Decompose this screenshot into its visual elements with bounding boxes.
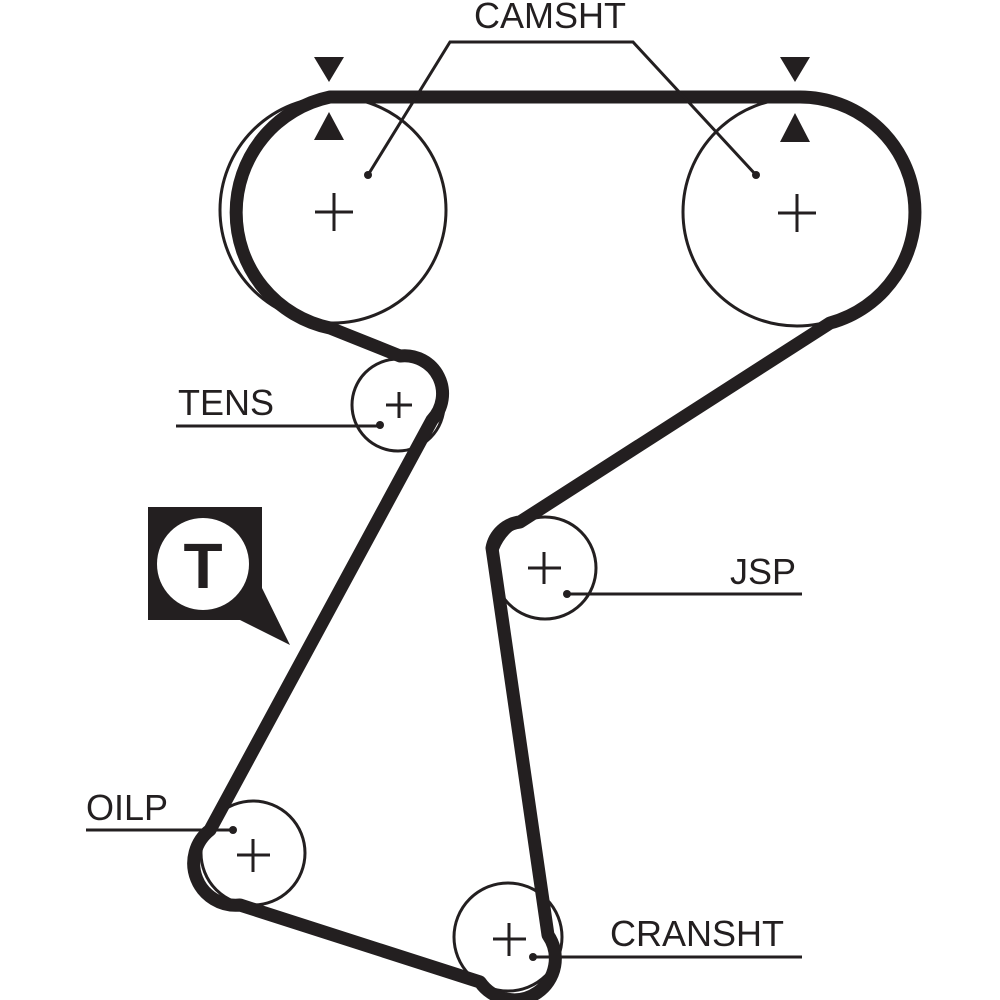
camshaft-right-center-icon [778,194,816,232]
crankshaft-pulley [452,881,564,993]
oil-pump-leader-dot [229,826,237,834]
camshaft-left-center-icon [315,193,353,231]
crankshaft-label: CRANSHT [610,913,784,954]
water-pump-label: JSP [730,551,796,592]
water-pump-center-icon [528,552,561,584]
timing-mark-right-bottom-icon [780,113,810,142]
camshaft-right-leader-dot [752,171,760,179]
tensioner-label: TENS [178,382,274,423]
oil-pump-center-icon [237,839,270,872]
oil-pump-label: OILP [86,787,168,828]
timing-mark-right-top-icon [780,57,810,82]
tensioner-center-icon [386,392,412,418]
tensioner-t-icon: T [148,507,290,645]
crankshaft-center-icon [493,923,526,956]
tensioner-leader-dot [376,421,384,429]
water-pump-leader-dot [563,590,571,598]
timing-mark-left-top-icon [314,57,344,82]
tensioner-t-letter: T [183,530,222,602]
crankshaft-leader-dot [529,953,537,961]
camshaft-label: CAMSHT [474,0,626,36]
camshaft-leader-line [366,40,758,177]
timing-mark-left-bottom-icon [314,112,344,140]
camshaft-left-leader-dot [364,171,372,179]
timing-belt [187,90,922,1000]
